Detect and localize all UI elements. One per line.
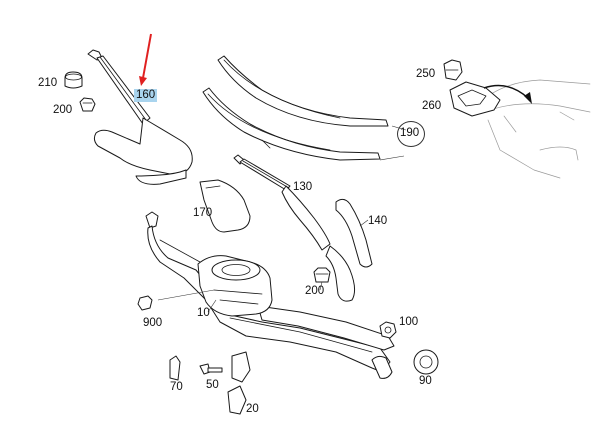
callout-100: 100 <box>399 316 419 328</box>
part-50-bolt[interactable] <box>199 363 223 375</box>
part-200-nut-middle[interactable] <box>313 267 331 283</box>
part-170-cover[interactable] <box>199 179 251 233</box>
part-900-connector[interactable] <box>137 295 153 311</box>
callout-900: 900 <box>143 317 163 329</box>
part-160-wiper-arm[interactable] <box>87 49 193 185</box>
callout-90: 90 <box>419 375 432 387</box>
callout-190: 190 <box>400 127 420 139</box>
part-190-wiper-blades[interactable] <box>202 55 389 161</box>
callout-260: 260 <box>422 100 442 112</box>
callout-250: 250 <box>416 68 436 80</box>
callout-170: 170 <box>193 207 213 219</box>
part-90-grommet[interactable] <box>413 349 439 375</box>
callout-130: 130 <box>293 181 313 193</box>
callout-160-highlighted: 160 <box>134 89 158 102</box>
callout-200-left: 200 <box>53 104 73 116</box>
leader-lines <box>157 125 407 313</box>
callout-190-ring <box>397 121 425 147</box>
wiper-linkage[interactable] <box>145 211 395 379</box>
callout-20: 20 <box>246 403 259 415</box>
part-210-cap[interactable] <box>64 71 83 89</box>
callout-200-middle: 200 <box>305 285 325 297</box>
callout-10: 10 <box>197 307 210 319</box>
callout-70: 70 <box>170 381 183 393</box>
part-200-nut-left[interactable] <box>79 97 96 112</box>
part-70-clip[interactable] <box>169 355 181 381</box>
callout-210: 210 <box>38 77 58 89</box>
part-100-nut[interactable] <box>379 321 397 339</box>
red-pointer-arrow <box>139 33 152 86</box>
part-20-bracket[interactable] <box>227 351 251 415</box>
install-direction-arrow <box>483 84 532 104</box>
part-260-bracket[interactable] <box>449 81 501 117</box>
callout-140: 140 <box>368 215 388 227</box>
callout-50: 50 <box>206 379 219 391</box>
part-140-cover[interactable] <box>325 198 373 302</box>
part-130-wiper-arm[interactable] <box>233 154 331 251</box>
part-10-wiper-motor[interactable] <box>197 255 273 317</box>
part-250-sensor[interactable] <box>443 59 463 81</box>
